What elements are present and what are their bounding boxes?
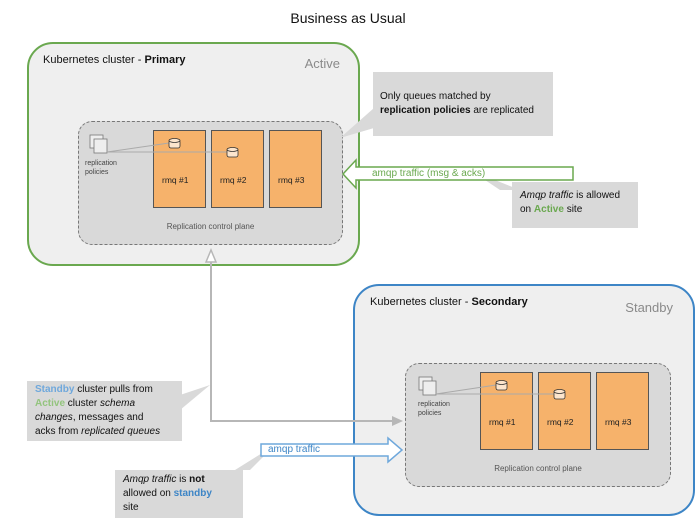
standby-highlight: Standby <box>35 384 75 395</box>
callout-italic: schema <box>100 398 136 409</box>
callout-text: , messages and <box>72 412 144 423</box>
replication-policies-icon <box>89 134 108 154</box>
primary-cluster-title: Kubernetes cluster - Primary <box>43 54 185 66</box>
secondary-plane-label: Replication control plane <box>494 464 582 473</box>
rmq-node-label: rmq #1 <box>162 175 189 185</box>
secondary-rmq-node-3: rmq #3 <box>596 372 649 450</box>
queue-db-icon <box>226 147 239 158</box>
rmq-node-label: rmq #3 <box>605 417 632 427</box>
primary-policy-links <box>106 138 239 158</box>
replication-policies-icon <box>418 376 437 396</box>
callout-italic: replicated queues <box>81 426 161 437</box>
queue-db-icon <box>495 380 508 391</box>
rmq-node-label: rmq #1 <box>489 417 516 427</box>
queue-db-icon <box>553 389 566 400</box>
active-highlight: Active <box>533 204 564 215</box>
primary-state-label: Active <box>304 56 340 71</box>
primary-rmq-node-2: rmq #2 <box>211 130 264 208</box>
secondary-state-label: Standby <box>625 300 673 315</box>
callout-text: cluster <box>65 398 101 409</box>
callout-text: replication policies are replicated <box>380 104 553 118</box>
callout-line: Active cluster schema <box>35 397 182 411</box>
policies-label-line1: replication <box>418 401 450 408</box>
callout-line: changes, messages and <box>35 411 182 425</box>
secondary-cluster: Kubernetes cluster - Secondary Standby r… <box>353 284 695 516</box>
secondary-title-prefix: Kubernetes cluster - <box>370 296 472 308</box>
primary-policies-label: replication policies <box>85 159 117 177</box>
active-highlight: Active <box>35 398 66 409</box>
callout-line: Amqp traffic is allowed <box>520 189 638 203</box>
policies-label-line2: policies <box>418 410 442 417</box>
callout-line: allowed on standby <box>123 487 243 501</box>
standby-pull-callout: Standby cluster pulls from Active cluste… <box>27 381 182 441</box>
callout-line: on Active site <box>520 203 638 217</box>
callout-line: Standby cluster pulls from <box>35 383 182 397</box>
standby-highlight: standby <box>173 488 212 499</box>
standby-traffic-arrow <box>260 436 404 464</box>
callout-text: Only queues matched by <box>380 91 491 102</box>
queue-db-icon <box>168 138 181 149</box>
callout-text: allowed on <box>123 488 174 499</box>
standby-site-callout: Amqp traffic is not allowed on standby s… <box>115 470 243 518</box>
replication-pull-connector <box>210 253 395 422</box>
callout-italic: Amqp traffic <box>123 474 177 485</box>
primary-replication-plane: replication policies rmq #1 rmq #2 rmq #… <box>78 121 343 245</box>
replication-pull-arrowhead-up <box>204 248 218 263</box>
callout-text: site <box>563 204 583 215</box>
secondary-policy-links <box>435 380 566 400</box>
active-traffic-arrow <box>341 158 574 190</box>
replication-callout-pointer <box>340 108 374 138</box>
standby-pull-callout-pointer <box>180 385 210 410</box>
policies-label-line2: policies <box>85 169 109 176</box>
callout-bold: replication policies <box>380 105 471 116</box>
secondary-replication-plane: replication policies rmq #1 rmq #2 rmq #… <box>405 363 671 487</box>
diagram-title: Business as Usual <box>290 10 406 26</box>
rmq-node-label: rmq #2 <box>547 417 574 427</box>
callout-text: on <box>520 204 534 215</box>
callout-italic: changes <box>35 412 73 423</box>
callout-text: site <box>123 502 139 513</box>
callout-text: cluster pulls from <box>74 384 153 395</box>
callout-italic: Amqp traffic <box>520 190 574 201</box>
active-traffic-label: amqp traffic (msg & acks) <box>372 168 486 179</box>
callout-text: is allowed <box>573 190 621 201</box>
primary-title-bold: Primary <box>144 54 186 66</box>
callout-text: is <box>176 474 190 485</box>
secondary-title-bold: Secondary <box>471 296 528 308</box>
callout-bold: not <box>189 474 205 485</box>
primary-plane-label: Replication control plane <box>166 222 255 231</box>
callout-text: acks from <box>35 426 82 437</box>
secondary-rmq-node-2: rmq #2 <box>538 372 591 450</box>
callout-line: acks from replicated queues <box>35 425 182 439</box>
callout-line: Amqp traffic is not <box>123 473 243 487</box>
rmq-node-label: rmq #3 <box>278 175 305 185</box>
replication-pull-arrowhead-right <box>392 416 403 426</box>
callout-rest: are replicated <box>470 105 534 116</box>
primary-cluster: Kubernetes cluster - Primary Active repl… <box>27 42 360 266</box>
replication-policies-callout: Only queues matched by replication polic… <box>373 72 553 136</box>
primary-rmq-node-3: rmq #3 <box>269 130 322 208</box>
primary-title-prefix: Kubernetes cluster - <box>43 54 145 66</box>
policies-label-line1: replication <box>85 160 117 167</box>
secondary-cluster-title: Kubernetes cluster - Secondary <box>370 296 528 308</box>
secondary-policies-label: replication policies <box>418 400 450 418</box>
active-site-callout: Amqp traffic is allowed on Active site <box>512 182 638 228</box>
standby-traffic-label: amqp traffic <box>268 444 321 455</box>
rmq-node-label: rmq #2 <box>220 175 247 185</box>
